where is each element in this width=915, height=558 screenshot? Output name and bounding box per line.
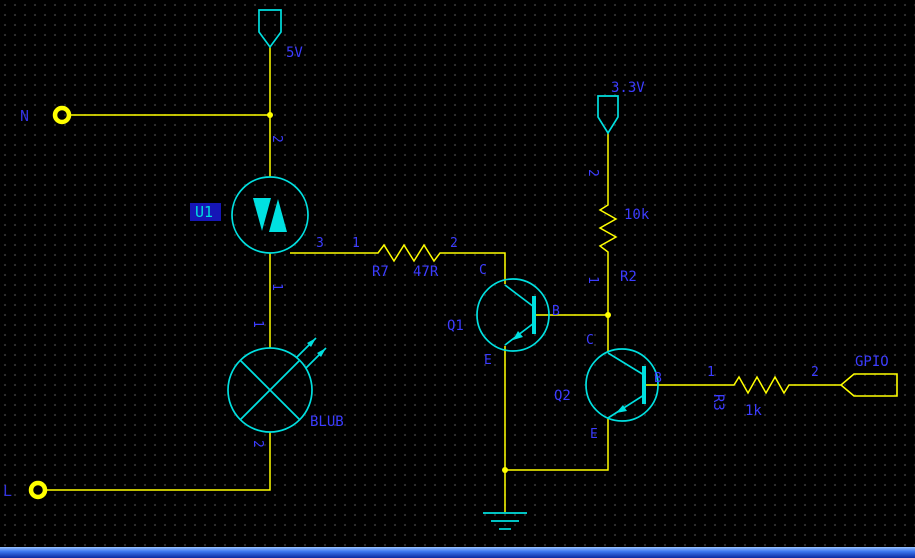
q2-base-label: B xyxy=(654,371,662,386)
q2-ref-label: Q2 xyxy=(554,388,571,404)
junction-dot xyxy=(502,467,508,473)
r2-pin2-number: 2 xyxy=(585,169,600,177)
r3-value-label: 1k xyxy=(745,403,762,419)
blub-ref-label: BLUB xyxy=(310,414,344,430)
r7-ref-label: R7 xyxy=(372,264,389,280)
r2-pin1-number: 1 xyxy=(585,276,600,284)
q2-collector-line xyxy=(607,352,645,376)
wire-q2-emitter-to-gnd[interactable] xyxy=(505,419,609,471)
power-flag-3v3-shape[interactable] xyxy=(597,95,619,135)
r2-ref-label: R2 xyxy=(620,269,637,285)
u1-triangle-down xyxy=(253,198,271,231)
q1-ref-label: Q1 xyxy=(447,318,464,334)
port-l-pad[interactable] xyxy=(28,480,48,500)
r2-body[interactable] xyxy=(598,195,618,261)
q2-collector-label: C xyxy=(586,333,594,348)
u1-ref-label: U1 xyxy=(195,203,213,221)
q2-emitter-line xyxy=(607,394,645,419)
q1-collector-label: C xyxy=(479,263,487,278)
port-l-label: L xyxy=(3,482,12,500)
port-n[interactable]: N xyxy=(20,105,72,125)
ground-symbol[interactable] xyxy=(483,512,527,530)
r3-body[interactable] xyxy=(722,375,800,395)
r7-pin1-number: 1 xyxy=(352,236,360,251)
component-r3[interactable]: 1 2 R3 1k xyxy=(707,365,819,419)
component-q2[interactable]: C B E Q2 xyxy=(554,333,662,442)
u1-pin2-number: 2 xyxy=(269,135,284,143)
component-r2[interactable]: 2 1 10k R2 xyxy=(585,169,650,285)
q1-emitter-arrow xyxy=(513,331,523,340)
q1-base-label: B xyxy=(552,304,560,319)
wire-blub-to-l[interactable] xyxy=(46,432,271,491)
blub-cross-line xyxy=(239,359,301,421)
wire-r7-to-q1-collector[interactable] xyxy=(455,252,506,284)
u1-pin1-number: 1 xyxy=(269,283,284,291)
port-gpio-label: GPIO xyxy=(855,354,889,370)
q1-collector-line xyxy=(504,284,535,308)
r3-ref-label: R3 xyxy=(710,394,726,411)
blub-pin2-number: 2 xyxy=(250,440,265,448)
blub-arrowhead xyxy=(307,338,316,347)
port-n-label: N xyxy=(20,107,29,125)
u1-body[interactable] xyxy=(231,176,309,254)
component-u1[interactable]: U1 2 3 1 xyxy=(190,135,324,291)
port-gpio-flag[interactable] xyxy=(839,373,898,397)
junction-dot xyxy=(267,112,273,118)
r7-pin2-number: 2 xyxy=(450,236,458,251)
q1-emitter-label: E xyxy=(484,353,492,368)
blub-pin1-number: 1 xyxy=(250,320,265,328)
q2-body[interactable] xyxy=(585,348,659,422)
horizontal-scrollbar[interactable] xyxy=(0,547,915,558)
power-flag-5v[interactable]: 5V xyxy=(258,9,303,61)
r3-pin1-number: 1 xyxy=(707,365,715,380)
q2-emitter-label: E xyxy=(590,427,598,442)
power-flag-3v3-label: 3.3V xyxy=(611,80,645,96)
junction-dot xyxy=(605,312,611,318)
u1-triangle-up xyxy=(269,199,287,232)
r7-value-label: 47R xyxy=(413,264,439,280)
blub-body[interactable] xyxy=(227,347,313,433)
r7-body[interactable] xyxy=(363,243,455,263)
q1-body[interactable] xyxy=(476,278,550,352)
component-r7[interactable]: 1 2 R7 47R xyxy=(352,236,458,280)
component-q1[interactable]: C B E Q1 xyxy=(447,263,560,368)
power-flag-5v-shape[interactable] xyxy=(258,9,282,49)
port-gpio[interactable]: GPIO xyxy=(839,354,898,397)
r3-pin2-number: 2 xyxy=(811,365,819,380)
q2-emitter-arrow xyxy=(616,405,627,413)
port-n-pad[interactable] xyxy=(52,105,72,125)
r2-value-label: 10k xyxy=(624,207,650,223)
u1-pin3-number: 3 xyxy=(316,236,324,251)
power-flag-3v3[interactable]: 3.3V xyxy=(597,80,645,135)
power-flag-5v-label: 5V xyxy=(286,45,303,61)
component-blub[interactable]: 1 2 BLUB xyxy=(227,320,344,448)
port-l[interactable]: L xyxy=(3,480,48,500)
blub-arrowhead xyxy=(317,348,326,357)
u1-ref-highlight xyxy=(190,203,221,221)
